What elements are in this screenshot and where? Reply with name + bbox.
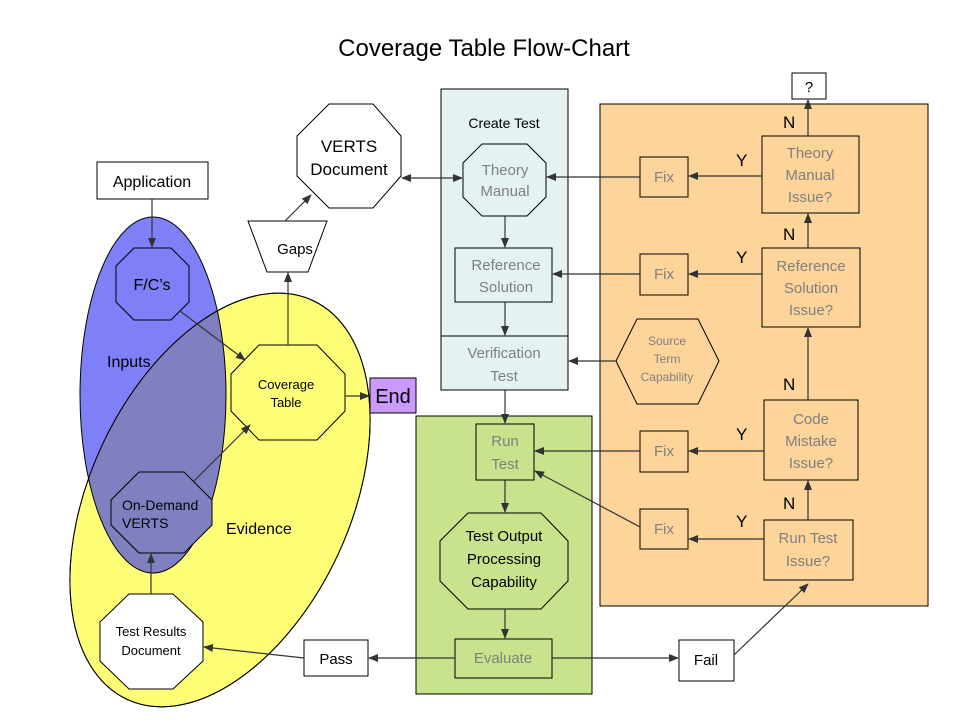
evidence-ellipse-outline <box>69 292 371 708</box>
edge-label-y-run: Y <box>736 512 747 531</box>
code-mistake-issue-line3: Issue? <box>789 455 833 472</box>
coverage-table-line1: Coverage <box>258 377 314 392</box>
application-box <box>96 161 209 200</box>
verts-document-line1: VERTS <box>321 137 377 156</box>
reference-solution-line1: Reference <box>471 257 540 274</box>
code-mistake-issue-line2: Mistake <box>785 433 837 450</box>
verification-test-line1: Verification <box>467 345 540 362</box>
application-label: Application <box>113 174 191 191</box>
code-mistake-issue-line1: Code <box>793 411 829 428</box>
reference-solution-line2: Solution <box>479 279 533 296</box>
test-results-document-line1: Test Results <box>116 624 187 639</box>
evaluate-label: Evaluate <box>474 650 532 667</box>
test-output-processing-line2: Processing <box>467 551 541 568</box>
verification-test-line2: Test <box>490 368 518 385</box>
fix-box-4 <box>639 508 689 550</box>
create-test-label: Create Test <box>468 115 539 131</box>
edge-label-n-run: N <box>783 494 795 513</box>
theory-manual-octagon <box>462 143 547 217</box>
edge-label-y-code: Y <box>736 425 747 444</box>
edge-label-y-theory: Y <box>736 151 747 170</box>
edge-label-y-reference: Y <box>736 248 747 267</box>
run-test-box <box>475 423 535 481</box>
run-test-issue-line1: Run Test <box>779 530 839 547</box>
evaluate-box <box>454 638 553 679</box>
verts-document-octagon <box>296 103 402 209</box>
theory-manual-issue-line1: Theory <box>787 145 834 162</box>
run-test-line1: Run <box>491 433 519 450</box>
fix-box-2 <box>639 253 689 296</box>
fix-label-1: Fix <box>654 169 674 186</box>
fail-label: Fail <box>694 652 718 669</box>
inputs-label: Inputs <box>107 354 151 371</box>
fix-label-2: Fix <box>654 266 674 283</box>
code-mistake-issue-box <box>763 399 859 481</box>
run-test-line2: Test <box>491 456 519 473</box>
end-box <box>369 377 417 414</box>
gaps-trapezoid <box>247 220 328 273</box>
gaps-label: Gaps <box>277 241 313 258</box>
reference-solution-box <box>454 247 553 303</box>
run-test-issue-line2: Issue? <box>786 553 830 570</box>
reference-solution-issue-line3: Issue? <box>789 302 833 319</box>
reference-solution-issue-line1: Reference <box>776 258 845 275</box>
arrow-fail-to-run-test-issue <box>733 583 809 656</box>
theory-manual-line1: Theory <box>482 162 529 179</box>
fix-label-3: Fix <box>654 443 674 460</box>
on-demand-verts-line1: On-Demand <box>122 497 198 513</box>
on-demand-verts-line2: VERTS <box>122 515 168 531</box>
page-title: Coverage Table Flow-Chart <box>338 35 630 62</box>
fcs-label: F/C’s <box>133 277 170 294</box>
reference-solution-issue-line2: Solution <box>784 280 838 297</box>
edge-label-n-theory: N <box>783 113 795 132</box>
evidence-label: Evidence <box>226 521 292 538</box>
theory-manual-issue-box <box>761 135 860 214</box>
arrow-fix-4-to-run-test <box>534 470 641 528</box>
connectors <box>147 99 812 662</box>
verification-test-box <box>440 335 569 391</box>
theory-manual-issue-line2: Manual <box>785 167 834 184</box>
coverage-table-line2: Table <box>270 395 301 410</box>
fix-box-1 <box>639 156 689 198</box>
verts-document-line2: Document <box>310 160 388 179</box>
edge-label-n-code: N <box>783 375 795 394</box>
fcs-octagon <box>115 247 190 321</box>
arrow-gaps-to-verts-document <box>284 194 312 222</box>
test-output-processing-line1: Test Output <box>466 528 544 545</box>
theory-manual-issue-line3: Issue? <box>788 189 832 206</box>
run-test-issue-box <box>763 519 854 581</box>
coverage-table-octagon <box>230 344 346 441</box>
test-output-processing-octagon <box>439 512 569 610</box>
arrow-on-demand-to-coverage-table <box>192 424 251 483</box>
source-term-capability-line3: Capability <box>641 370 694 384</box>
source-term-capability-line2: Term <box>654 352 681 366</box>
test-output-processing-line3: Capability <box>471 574 537 591</box>
test-results-document-line2: Document <box>121 643 181 658</box>
pass-label: Pass <box>319 651 352 668</box>
arrow-fcs-to-coverage-table <box>179 310 246 361</box>
edge-label-n-reference: N <box>783 225 795 244</box>
theory-manual-line2: Manual <box>480 183 529 200</box>
end-label: End <box>375 386 411 408</box>
question-box <box>791 72 827 100</box>
reference-solution-issue-box <box>761 247 861 328</box>
arrow-pass-to-test-results <box>203 644 305 659</box>
source-term-capability-line1: Source <box>648 334 686 348</box>
test-results-document-octagon <box>99 593 204 690</box>
question-label: ? <box>805 79 813 96</box>
fix-label-4: Fix <box>654 521 674 538</box>
fail-box <box>678 639 735 682</box>
